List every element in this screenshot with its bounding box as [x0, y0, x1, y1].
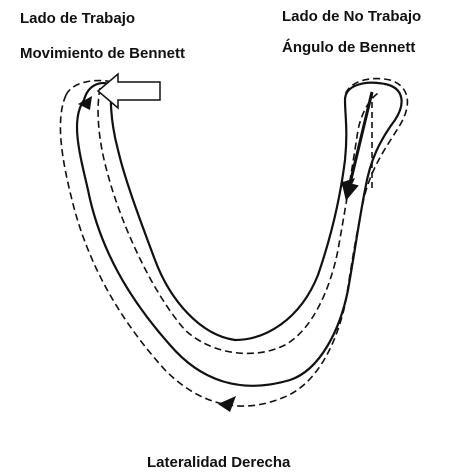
nonworking-side-label: Lado de No Trabajo: [282, 9, 421, 24]
working-side-label: Lado de Trabajo: [20, 11, 135, 26]
mandible-outline-solid: [77, 83, 402, 386]
bennett-movement-arrow: [98, 74, 160, 108]
bennett-movement-label: Movimiento de Bennett: [20, 46, 185, 61]
direction-arrowhead-incisal: [218, 396, 236, 412]
figure-caption: Lateralidad Derecha: [147, 455, 290, 470]
bennett-angle-label: Ángulo de Bennett: [282, 40, 415, 55]
